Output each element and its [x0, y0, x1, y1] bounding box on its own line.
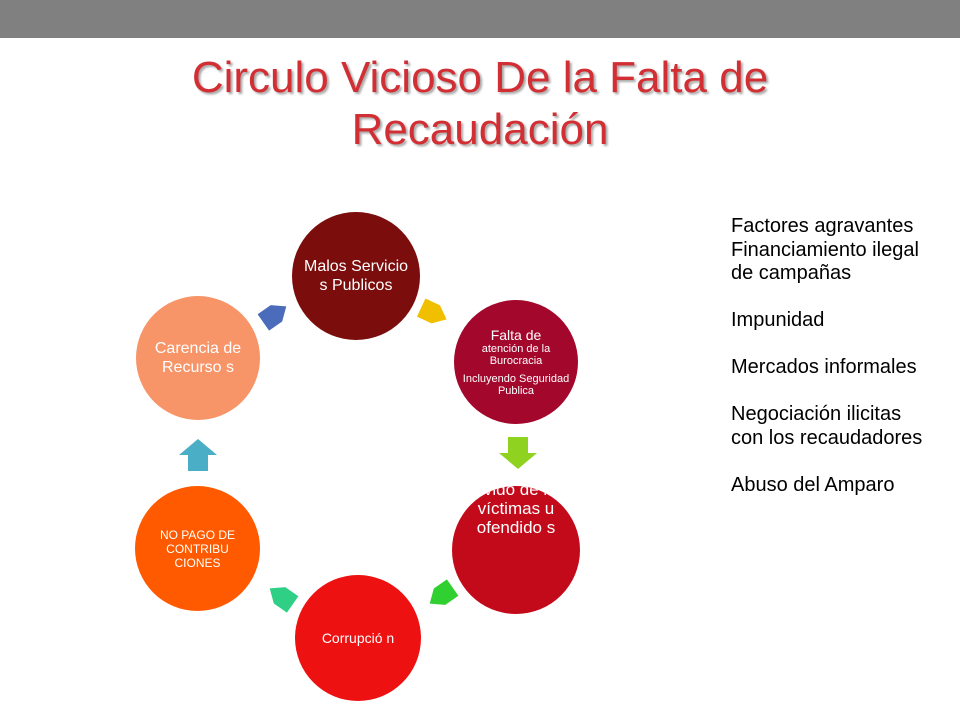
arrow-shape [179, 439, 217, 471]
node-label: Carencia de Recurso s [154, 340, 242, 376]
list-gap [731, 450, 960, 474]
arrow-malos-to-falta [416, 298, 447, 324]
arrow-carencia-to-malos [257, 305, 287, 331]
arrow-shape [257, 305, 287, 331]
node-label: NO PAGO DE CONTRIBU CIONES [159, 527, 236, 570]
list-gap [731, 380, 960, 404]
aggravating-factors-list: Factores agravantes Financiamiento ilega… [731, 215, 960, 497]
node-olvido-victimas: Olvido de las víctimas u ofendido s [452, 486, 580, 614]
node-label: Malos Servicio s Publicos [303, 258, 409, 294]
arrow-shape [416, 298, 447, 324]
factors-heading: Factores agravantes [731, 215, 914, 237]
top-bar [0, 0, 960, 38]
factor-item: Abuso del Amparo [731, 473, 895, 496]
arrow-shape [429, 579, 459, 605]
arrow-olvido-to-corrupcion [429, 579, 459, 605]
title-line-2: Recaudación [351, 105, 609, 154]
factor-item: Negociación ilicitas [731, 403, 902, 425]
list-gap [731, 286, 960, 310]
arrow-shape [499, 437, 537, 469]
node-label-note: Incluyendo Seguridad Publica [462, 373, 570, 397]
title-line-1: Circulo Vicioso De la Falta de [191, 53, 769, 102]
node-corrupcion: Corrupció n [295, 575, 421, 701]
arrow-corrupcion-to-nopago [269, 587, 299, 613]
node-no-pago: NO PAGO DE CONTRIBU CIONES [135, 486, 260, 611]
list-gap [731, 333, 960, 357]
node-carencia-recursos: Carencia de Recurso s [136, 296, 260, 420]
node-label-main: Falta de [490, 327, 542, 343]
node-malos-servicios: Malos Servicio s Publicos [292, 212, 420, 340]
arrow-shape [269, 587, 299, 613]
arrow-falta-to-olvido [499, 437, 537, 469]
node-label-sub: atención de la Burocracia [481, 343, 551, 367]
factor-item: con los recaudadores [731, 426, 923, 449]
node-label: Corrupció n [321, 629, 395, 646]
slide-title: Circulo Vicioso De la Falta de Recaudaci… [0, 52, 960, 156]
factor-item: Financiamiento ilegal [731, 238, 919, 261]
node-label: Olvido de las víctimas u ofendido s [466, 486, 566, 537]
arrow-nopago-to-carencia [179, 439, 217, 471]
factor-item: Mercados informales [731, 356, 917, 378]
node-falta-atencion: Falta de atención de la Burocracia Inclu… [454, 300, 578, 424]
factor-item: Impunidad [731, 309, 825, 331]
factor-item: de campañas [731, 262, 852, 284]
